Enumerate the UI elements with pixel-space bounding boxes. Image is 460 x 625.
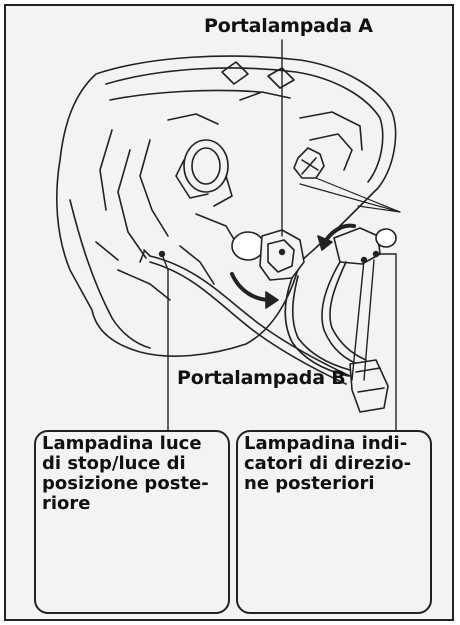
stop-bulb-main xyxy=(231,231,265,261)
caption-line: posizione poste- xyxy=(42,473,209,494)
turn-signal-bulb-box: Lampadina indi- catori di direzio- ne po… xyxy=(236,430,432,614)
housing-inner-rim xyxy=(105,67,384,183)
housing-outline xyxy=(56,55,397,357)
connector xyxy=(349,359,389,413)
turn-signal-bulb-caption: Lampadina indi- catori di direzio- ne po… xyxy=(244,433,412,494)
caption-line: di stop/luce di xyxy=(42,453,186,474)
right-socket-cross xyxy=(293,147,325,179)
wire-harness xyxy=(149,255,351,377)
caption-line: Lampadina luce xyxy=(42,433,202,454)
stop-tail-bulb-caption: Lampadina luce di stop/luce di posizione… xyxy=(42,434,209,514)
caption-line: catori di direzio- xyxy=(244,453,412,474)
holder-a-label: Portalampada A xyxy=(204,15,373,37)
caption-line: ne posteriori xyxy=(244,473,375,494)
holder-b-body xyxy=(333,227,381,265)
holder-b-label: Portalampada B xyxy=(177,367,346,389)
turn-bulb-main xyxy=(375,228,397,248)
caption-line: Lampadina indi- xyxy=(244,433,408,454)
caption-line: riore xyxy=(42,493,91,514)
stop-tail-bulb-box: Lampadina luce di stop/luce di posizione… xyxy=(34,430,230,614)
